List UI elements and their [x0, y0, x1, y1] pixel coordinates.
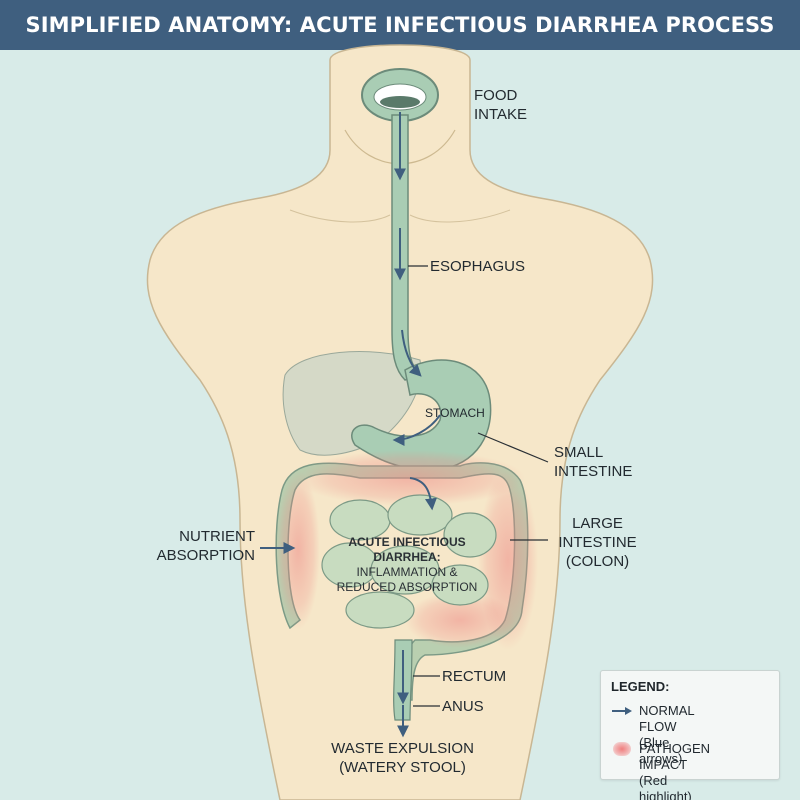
nutrient-absorption-label: NUTRIENT ABSORPTION — [156, 528, 255, 564]
legend-title: LEGEND: — [611, 679, 670, 694]
pathogen-note: ACUTE INFECTIOUS DIARRHEA: INFLAMMATION … — [322, 535, 492, 595]
pathogen-note-body: INFLAMMATION & REDUCED ABSORPTION — [336, 565, 478, 594]
legend-normal-flow-text: NORMAL FLOW (Blue arrows) — [639, 703, 695, 766]
leader-lines — [408, 265, 549, 707]
small-intestine-label: SMALL INTESTINE — [554, 444, 633, 480]
red-highlight-icon — [613, 742, 631, 756]
pathogen-glow-sigmoid — [405, 592, 515, 648]
pathogen-note-title: ACUTE INFECTIOUS DIARRHEA: — [348, 535, 466, 564]
page-title: SIMPLIFIED ANATOMY: ACUTE INFECTIOUS DIA… — [25, 13, 775, 37]
stomach-label: STOMACH — [425, 406, 485, 420]
small-intestine-coils — [321, 494, 497, 629]
legend-pathogen-impact-text: PATHOGEN IMPACT (Red highlight) — [639, 741, 711, 800]
waste-expulsion-label: WASTE EXPULSION (WATERY STOOL) — [331, 740, 474, 776]
anus-label: ANUS — [442, 698, 484, 715]
pathogen-glow-ascending — [276, 470, 320, 630]
food-intake-text: FOOD INTAKE — [474, 87, 528, 123]
food-intake-label: FOOD INTAKE — [474, 86, 527, 124]
large-intestine-label: LARGE INTESTINE (COLON) — [558, 515, 637, 570]
blue-arrow-icon — [612, 707, 632, 715]
title-bar: SIMPLIFIED ANATOMY: ACUTE INFECTIOUS DIA… — [0, 0, 800, 50]
mouth-illustration — [361, 68, 439, 122]
rectum-label: RECTUM — [442, 668, 507, 685]
esophagus-label: ESOPHAGUS — [430, 258, 526, 275]
legend-box: LEGEND: NORMAL FLOW (Blue arrows) PATHOG… — [600, 670, 780, 800]
normal-flow-arrows — [260, 112, 441, 738]
